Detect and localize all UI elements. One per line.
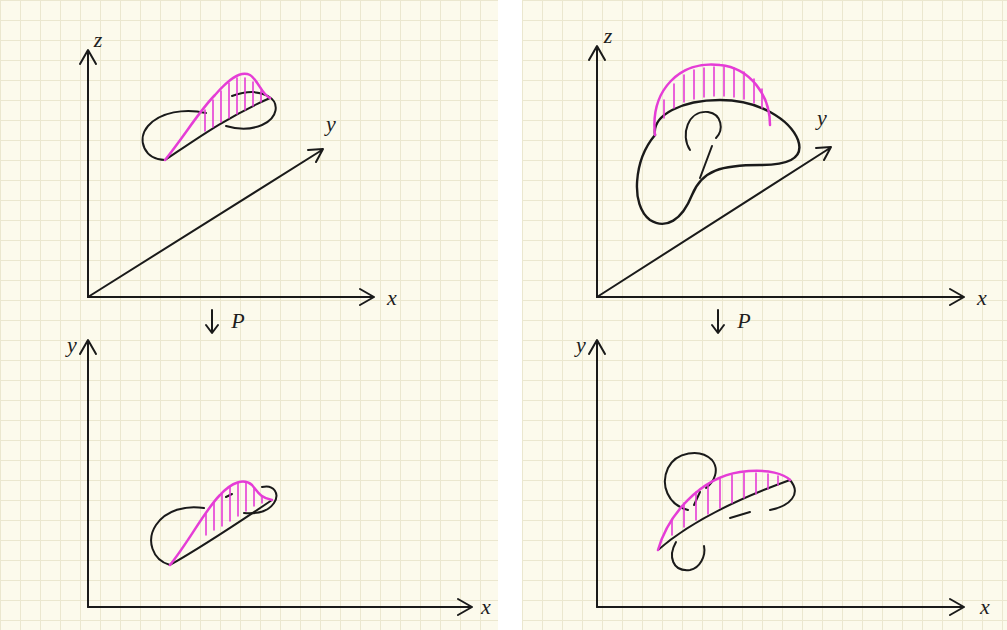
surface-edge — [165, 74, 270, 160]
surface-hatching — [664, 67, 762, 118]
x-axis — [88, 289, 374, 305]
z-axis — [80, 50, 96, 297]
knot-strand — [672, 542, 704, 570]
surface-edge — [170, 482, 272, 565]
surface-hatching — [205, 78, 261, 131]
knot-strand — [730, 512, 750, 518]
knot-strand — [637, 100, 799, 224]
surface-hatching — [672, 473, 778, 535]
knot-strand — [686, 112, 721, 150]
axis-label: y — [576, 334, 586, 356]
axis-label: z — [604, 25, 613, 47]
axis-label: x — [977, 287, 987, 309]
axis-label: z — [94, 29, 103, 51]
axis-label: x — [387, 287, 397, 309]
axis-label: y — [817, 107, 827, 129]
knot-strand — [165, 98, 270, 160]
x-axis — [597, 599, 964, 615]
y-axis — [589, 340, 605, 607]
y-axis — [597, 147, 831, 297]
projection-arrow — [206, 310, 218, 333]
projection-arrow — [712, 310, 724, 333]
y-axis — [80, 340, 96, 607]
x-axis — [597, 289, 964, 305]
surface-hatching — [206, 482, 262, 535]
grid-paper — [522, 0, 1007, 630]
axis-label: y — [326, 113, 336, 135]
knot-strand — [170, 500, 272, 565]
axis-label: y — [67, 334, 77, 356]
x-axis — [88, 599, 472, 615]
axis-label: x — [980, 596, 990, 618]
z-axis — [589, 46, 605, 297]
map-label: P — [737, 310, 750, 332]
knot-strand — [658, 480, 795, 550]
grid-paper — [0, 0, 498, 630]
surface-edge — [654, 64, 770, 135]
y-axis — [88, 149, 323, 297]
map-label: P — [231, 310, 244, 332]
knot-strand — [700, 146, 712, 178]
surface-edge — [658, 471, 790, 550]
axis-label: x — [481, 596, 491, 618]
